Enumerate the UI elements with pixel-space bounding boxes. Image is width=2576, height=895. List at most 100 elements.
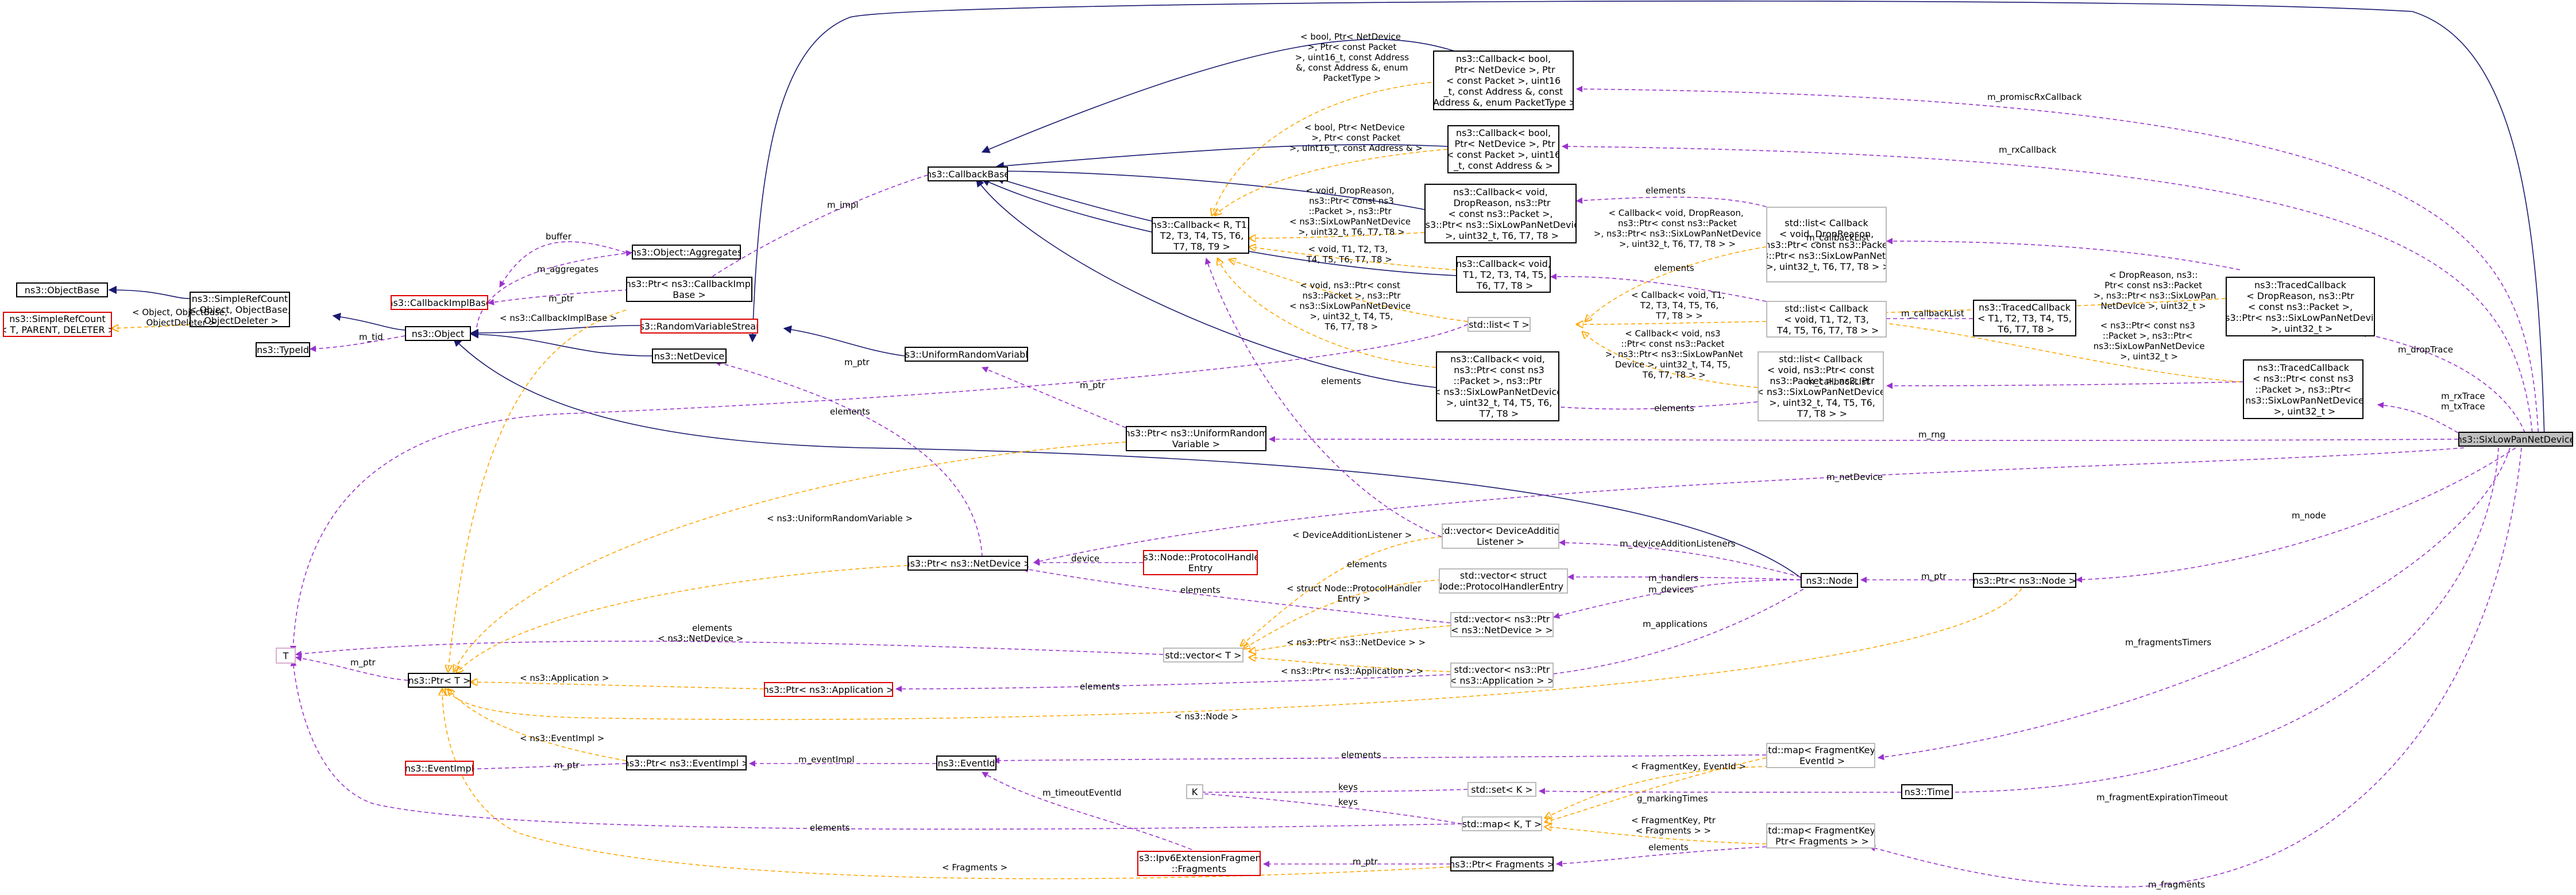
edge-label: < FragmentKey, EventId > [1631, 761, 1746, 772]
class-node-urv[interactable]: ns3::UniformRandomVariable [905, 347, 1028, 362]
class-node-cb-bool6[interactable]: ns3::Callback< bool, Ptr< NetDevice >, P… [1447, 125, 1559, 173]
class-node-time[interactable]: ns3::Time [1901, 784, 1953, 799]
edge-keys-1 [1196, 789, 1468, 796]
class-node-K[interactable]: K [1186, 784, 1203, 799]
edge-inherit-sixlowpan-netdevice [748, 1, 2545, 440]
edge-tmpl-ptr-app [471, 682, 764, 689]
class-node-object[interactable]: ns3::Object [405, 326, 471, 341]
edge-tmpl-cb-bool8 [1212, 80, 1459, 215]
edge-label: < Callback< void, ns3 ::Ptr< const ns3::… [1605, 328, 1743, 380]
class-node-map-KT[interactable]: std::map< K, T > [1462, 816, 1542, 831]
edge-label: m_rng [1918, 429, 1946, 440]
class-node-callbackbase[interactable]: ns3::CallbackBase [928, 166, 1008, 181]
edge-aggregates [476, 250, 633, 328]
edge-timeouteventid [982, 772, 1192, 850]
edge-elements-fragments [1555, 846, 1767, 867]
edge-elements-cb-void5 [1550, 273, 1767, 302]
class-node-vector-listener[interactable]: std::vector< DeviceAddition Listener > [1442, 524, 1559, 549]
edge-label: g_markingTimes [1637, 793, 1708, 804]
edge-elements-cb-packet [1550, 401, 1758, 410]
class-node-list-drop[interactable]: std::list< Callback < void, DropReason, … [1766, 207, 1887, 282]
class-node-objectbase[interactable]: ns3::ObjectBase [16, 282, 108, 297]
class-node-node-handlerentry[interactable]: ns3::Node::ProtocolHandler Entry [1143, 550, 1258, 575]
edge-tmpl-ptr-callbackimpl [448, 309, 627, 672]
class-node-map-eventid[interactable]: std::map< FragmentKey, EventId > [1766, 743, 1875, 768]
class-node-callbackimplbase[interactable]: ns3::CallbackImplBase [391, 295, 488, 310]
edge-label: elements [1180, 585, 1221, 595]
edge-label: elements [1321, 376, 1361, 386]
edge-callbacklist-1 [1886, 238, 2241, 270]
class-node-ptr-fragments[interactable]: ns3::Ptr< Fragments > [1450, 857, 1554, 871]
edge-fragments-timers [1877, 447, 2511, 761]
class-node-map-fragments[interactable]: std::map< FragmentKey, Ptr< Fragments > … [1766, 823, 1875, 848]
class-node-tracedcallback-tpl[interactable]: ns3::TracedCallback < T1, T2, T3, T4, T5… [1973, 300, 2076, 336]
edge-tmpl-cb-drop [1249, 232, 1425, 238]
edge-label: < Callback< void, T1, T2, T3, T4, T5, T6… [1631, 290, 1725, 321]
edge-label: m_devices [1648, 584, 1694, 595]
class-node-list-packet[interactable]: std::list< Callback < void, ns3::Ptr< co… [1758, 351, 1884, 421]
class-node-vector-netdev[interactable]: std::vector< ns3::Ptr < ns3::NetDevice >… [1450, 612, 1554, 637]
edge-label: < Callback< void, DropReason, ns3::Ptr< … [1593, 208, 1762, 249]
class-node-cb-t1[interactable]: ns3::Callback< R, T1, T2, T3, T4, T5, T6… [1152, 217, 1249, 254]
edge-tmpl-simplerefcount [112, 324, 190, 328]
class-node-ptr-eventimpl[interactable]: ns3::Ptr< ns3::EventImpl > [626, 755, 747, 770]
class-node-list-void[interactable]: std::list< Callback < void, T1, T2, T3, … [1766, 301, 1887, 338]
class-node-ptr-netdevice[interactable]: ns3::Ptr< ns3::NetDevice > [907, 556, 1028, 571]
class-node-object-aggregates[interactable]: ns3::Object::Aggregates [632, 245, 741, 259]
class-node-typeid[interactable]: ns3::TypeId [256, 342, 310, 357]
edge-label: < ns3::Ptr< ns3::Application > > [1281, 666, 1424, 676]
class-node-ptr-callbackimpl[interactable]: ns3::Ptr< ns3::CallbackImpl Base > [626, 277, 752, 302]
class-node-rng[interactable]: ns3::RandomVariableStream [640, 319, 758, 334]
class-node-vector-handler[interactable]: std::vector< struct Node::ProtocolHandle… [1439, 568, 1568, 594]
edge-label: m_ptr [1921, 571, 1947, 582]
class-node-ptr-app[interactable]: ns3::Ptr< ns3::Application > [764, 682, 893, 697]
edge-tmpl-cb-packet [1218, 258, 1436, 368]
edge-label: m_promiscRxCallback [1987, 92, 2082, 102]
edge-label: elements [692, 623, 732, 633]
edge-tid [309, 335, 405, 352]
edge-label: < bool, Ptr< NetDevice >, Ptr< const Pac… [1289, 122, 1423, 153]
edge-tmpl-list-packet [1582, 332, 1758, 388]
class-node-frag-ext[interactable]: ns3::Ipv6ExtensionFragment ::Fragments [1137, 851, 1261, 876]
edge-tmpl-list-void [1577, 321, 1767, 324]
class-node-netdevice[interactable]: ns3::NetDevice [652, 348, 727, 363]
class-node-cb-void-packet[interactable]: ns3::Callback< void, ns3::Ptr< const ns3… [1436, 351, 1559, 421]
edge-rng [1268, 436, 2459, 443]
class-node-T[interactable]: T [276, 648, 296, 664]
class-node-vector-T[interactable]: std::vector< T > [1163, 648, 1243, 662]
class-node-sixlowpan[interactable]: ns3::SixLowPanNetDevice [2458, 432, 2573, 447]
class-node-ptr-urv[interactable]: ns3::Ptr< ns3::UniformRandom Variable > [1126, 426, 1266, 451]
class-node-cb-void5[interactable]: ns3::Callback< void, T1, T2, T3, T4, T5,… [1456, 256, 1551, 293]
edge-tmpl-traced-rx [1870, 321, 2241, 382]
class-node-eventimpl[interactable]: ns3::EventImpl [405, 761, 474, 776]
class-node-simplerefcount[interactable]: ns3::SimpleRefCount < Object, ObjectBase… [190, 292, 290, 327]
edge-tmpl-vector-handler [1243, 579, 1442, 649]
edge-fragment-expiration [1940, 447, 2499, 796]
class-node-ptr-T[interactable]: ns3::Ptr< T > [408, 673, 471, 688]
edge-label: m_ptr [549, 293, 574, 304]
edge-elements-app [895, 674, 1451, 692]
edge-tmpl-list-drop [1585, 246, 1767, 321]
class-node-eventid[interactable]: ns3::EventId [936, 755, 997, 770]
edge-elements-netdevice [1021, 566, 1451, 623]
edge-label: m_handlers [1648, 573, 1699, 583]
edge-label: < void, T1, T2, T3, T4, T5, T6, T7, T8 > [1306, 244, 1392, 265]
class-node-traced-drop[interactable]: ns3::TracedCallback < DropReason, ns3::P… [2226, 277, 2375, 336]
edge-tmpl-ptr-eventimpl [448, 689, 627, 761]
class-node-list-T[interactable]: std::list< T > [1467, 317, 1531, 332]
edge-label: < void, DropReason, ns3::Ptr< const ns3 … [1289, 185, 1411, 237]
class-node-ptr-node[interactable]: ns3::Ptr< ns3::Node > [1973, 573, 2076, 588]
class-node-set-K[interactable]: std::set< K > [1467, 782, 1536, 797]
edge-promisc [1575, 86, 2539, 440]
edge-label: < void, ns3::Ptr< const ns3::Packet >, n… [1289, 280, 1411, 332]
class-node-vector-app[interactable]: std::vector< ns3::Ptr < ns3::Application… [1450, 662, 1554, 688]
class-node-simplerefcount-tpl[interactable]: ns3::SimpleRefCount < T, PARENT, DELETER… [3, 312, 112, 337]
class-node-node[interactable]: ns3::Node [1801, 573, 1858, 588]
class-node-cb-void-drop[interactable]: ns3::Callback< void, DropReason, ns3::Pt… [1424, 184, 1577, 243]
class-node-cb-bool8[interactable]: ns3::Callback< bool, Ptr< NetDevice >, P… [1433, 51, 1574, 110]
edge-label: < ns3::Ptr< const ns3 ::Packet >, ns3::P… [2093, 320, 2205, 362]
edge-tmpl-cb-bool6 [1215, 149, 1448, 215]
edge-label: m_timeoutEventId [1042, 788, 1122, 798]
class-node-traced-rx[interactable]: ns3::TracedCallback < ns3::Ptr< const ns… [2243, 359, 2363, 419]
